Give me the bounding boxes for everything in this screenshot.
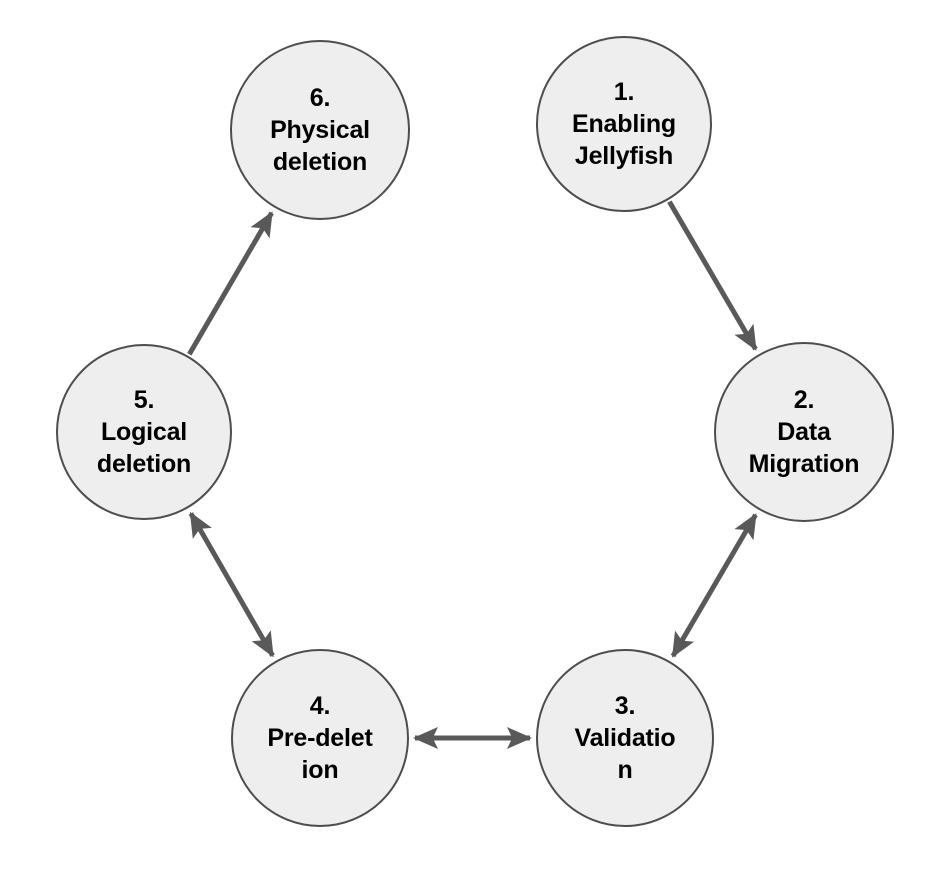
edge-5-6 bbox=[187, 211, 274, 356]
node-logical-deletion[interactable]: 5. Logical deletion bbox=[56, 344, 232, 520]
node-label: 4. Pre-delet ion bbox=[267, 692, 373, 784]
node-label: 3. Validatio n bbox=[574, 692, 676, 784]
node-enabling-jellyfish[interactable]: 1. Enabling Jellyfish bbox=[536, 36, 712, 212]
edge-4-5 bbox=[188, 511, 275, 658]
node-label: 2. Data Migration bbox=[748, 386, 860, 478]
edge-1-2 bbox=[667, 200, 758, 351]
node-physical-deletion[interactable]: 6. Physical deletion bbox=[230, 40, 410, 220]
node-label: 5. Logical deletion bbox=[96, 386, 192, 478]
node-validation[interactable]: 3. Validatio n bbox=[536, 649, 714, 827]
node-label: 6. Physical deletion bbox=[270, 84, 370, 176]
node-label: 1. Enabling Jellyfish bbox=[572, 78, 676, 170]
node-pre-deletion[interactable]: 4. Pre-delet ion bbox=[231, 649, 409, 827]
node-data-migration[interactable]: 2. Data Migration bbox=[714, 342, 894, 522]
edge-2-3 bbox=[670, 513, 758, 658]
